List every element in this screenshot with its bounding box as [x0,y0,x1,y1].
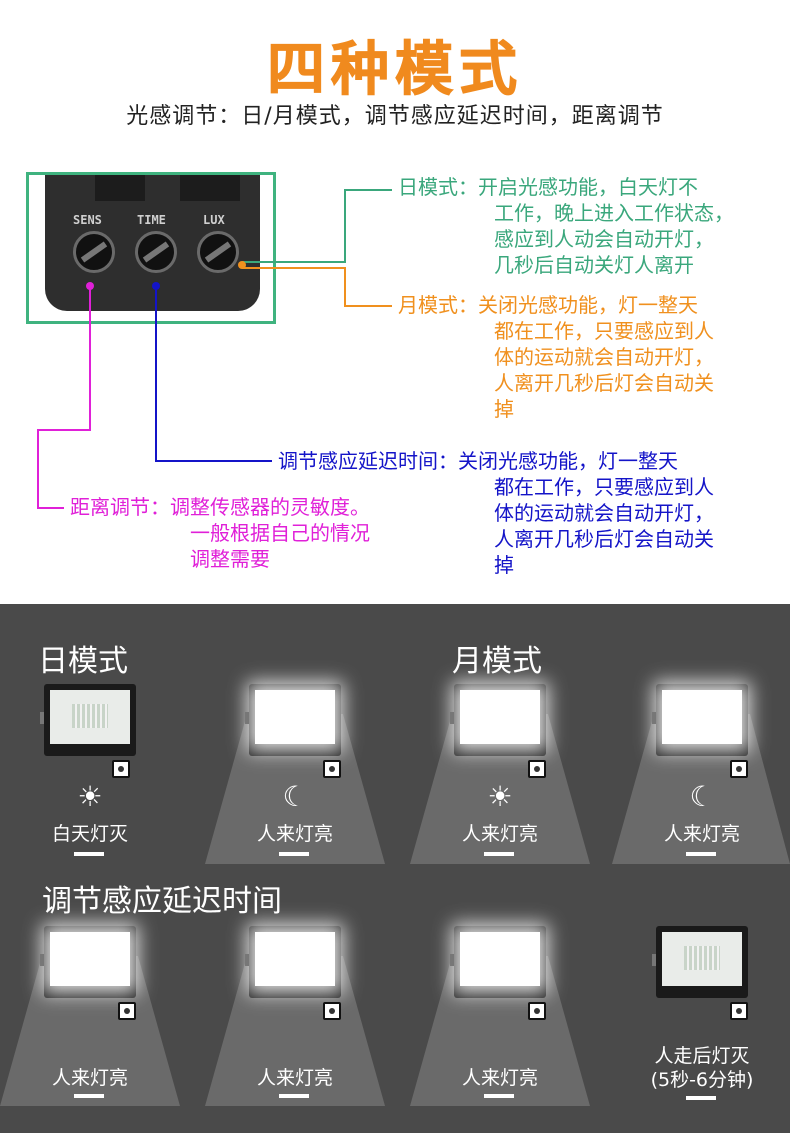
sun-icon: ☀ [487,780,513,813]
day-mode-annotation: 日模式：开启光感功能，白天灯不 工作，晚上进入工作状态， 感应到人动会自动开灯，… [398,174,734,278]
mode-label: 人来灯亮 [256,823,333,845]
moon-mode-title: 月模式 [452,644,542,679]
annotation-line: 一般根据自己的情况 [190,521,370,545]
motion-sensor [730,1002,748,1020]
sun-icon: ☀ [77,780,103,813]
mode-cell: ☀ 人来灯亮 [410,684,590,904]
label-underline [686,852,716,856]
label-underline [279,1094,309,1098]
time-knob[interactable] [135,231,177,273]
label-underline [74,1094,104,1098]
mode-cell: 人来灯亮 [0,926,180,1146]
mode-cell: 人走后灯灭 (5秒-6分钟) [612,926,790,1146]
mode-cell: ☾ 人来灯亮 [612,684,790,904]
annotation-line: 感应到人动会自动开灯， [494,227,714,251]
floodlight-on [245,926,341,998]
motion-sensor [528,760,546,778]
mode-explanation-section: 四种模式 光感调节：日/月模式，调节感应延迟时间，距离调节 SENS TIME … [0,0,790,604]
annotation-line: 都在工作，只要感应到人 [494,319,714,343]
mode-cell: ☾ 人来灯亮 [205,684,385,904]
device-bracket [180,175,240,201]
mode-label: 人来灯亮 [51,1067,128,1089]
annotation-line: 都在工作，只要感应到人 [494,475,714,499]
annotation-line: 调整需要 [190,547,270,571]
mode-cell: ☀ 白天灯灭 [0,684,180,904]
annotation-line: 体的运动就会自动开灯， [494,501,714,525]
mode-cell: 人来灯亮 [410,926,590,1146]
time-knob-marker [152,282,160,290]
floodlight-on [450,684,546,756]
annotation-line: 体的运动就会自动开灯， [494,345,714,369]
delay-annotation: 调节感应延迟时间：关闭光感功能，灯一整天 都在工作，只要感应到人 体的运动就会自… [278,448,714,578]
mode-label: 白天灯灭 [51,823,128,845]
mode-demo-section: 日模式 月模式 ☀ 白天灯灭 ☾ 人来灯亮 ☀ 人来灯亮 ☾ 人来灯亮 调节感应… [0,604,790,1133]
knob-label-lux: LUX [203,213,225,227]
label-underline [279,852,309,856]
floodlight-on [450,926,546,998]
delay-mode-title: 调节感应延迟时间 [42,884,282,919]
label-underline [484,852,514,856]
mode-label: 人走后灯灭 [654,1045,750,1067]
day-mode-leader [242,189,392,263]
floodlight-on [652,684,748,756]
floodlight-on [245,684,341,756]
annotation-line: 掉 [494,397,514,421]
lux-knob[interactable] [197,231,239,273]
motion-sensor [323,1002,341,1020]
sensor-device: SENS TIME LUX [45,175,260,311]
delay-leader [155,288,272,462]
annotation-line: 工作，晚上进入工作状态， [494,201,734,225]
label-underline [484,1094,514,1098]
distance-leader [37,288,91,509]
annotation-line: 几秒后自动关灯人离开 [494,253,694,277]
label-underline [686,1096,716,1100]
sens-knob-marker [86,282,94,290]
floodlight-off [652,926,748,998]
knob-label-time: TIME [137,213,166,227]
knob-label-sens: SENS [73,213,102,227]
day-mode-title: 日模式 [38,644,128,679]
annotation-line: 掉 [494,553,514,577]
annotation-line: 距离调节：调整传感器的灵敏度。 [70,495,370,519]
motion-sensor [730,760,748,778]
distance-annotation: 距离调节：调整传感器的灵敏度。 一般根据自己的情况 调整需要 [70,494,370,572]
floodlight-on [40,926,136,998]
annotation-line: 月模式：关闭光感功能，灯一整天 [398,293,698,317]
mode-label: 人来灯亮 [256,1067,333,1089]
moon-icon: ☾ [689,780,715,813]
mode-cell: 人来灯亮 [205,926,385,1146]
sens-knob[interactable] [73,231,115,273]
lux-knob-marker [238,261,246,269]
mode-label: 人来灯亮 [461,823,538,845]
moon-icon: ☾ [282,780,308,813]
annotation-line: 人离开几秒后灯会自动关 [494,527,714,551]
moon-mode-leader [242,267,392,307]
mode-label: 人来灯亮 [663,823,740,845]
device-bracket [95,175,145,201]
annotation-line: 日模式：开启光感功能，白天灯不 [398,175,698,199]
motion-sensor [323,760,341,778]
mode-label: 人来灯亮 [461,1067,538,1089]
motion-sensor [112,760,130,778]
moon-mode-annotation: 月模式：关闭光感功能，灯一整天 都在工作，只要感应到人 体的运动就会自动开灯， … [398,292,714,422]
motion-sensor [118,1002,136,1020]
annotation-line: 人离开几秒后灯会自动关 [494,371,714,395]
label-underline [74,852,104,856]
annotation-leader-lines [37,189,392,509]
mode-sublabel: (5秒-6分钟) [650,1069,754,1091]
motion-sensor [528,1002,546,1020]
page-subtitle: 光感调节：日/月模式，调节感应延迟时间，距离调节 [126,104,664,129]
page-title: 四种模式 [266,35,523,104]
floodlight-off [40,684,136,756]
annotation-line: 调节感应延迟时间：关闭光感功能，灯一整天 [278,449,678,473]
sensor-device-panel: SENS TIME LUX [26,172,276,324]
